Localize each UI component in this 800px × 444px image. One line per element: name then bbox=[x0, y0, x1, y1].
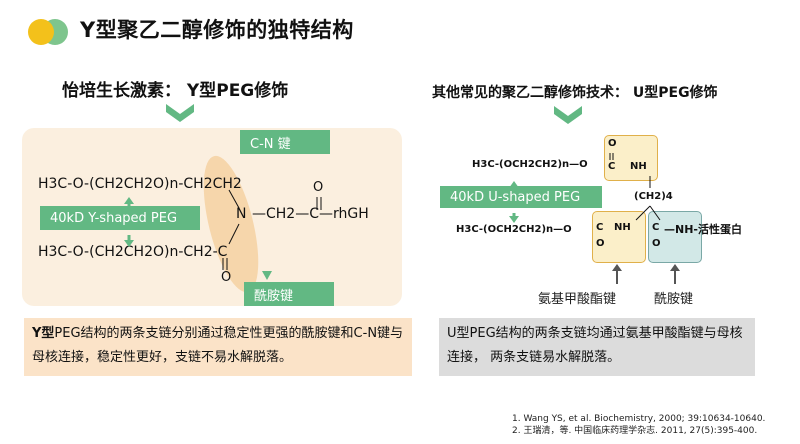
amide-box bbox=[648, 211, 702, 263]
u-ch2-4: (CH2)4 bbox=[634, 191, 673, 202]
u-amide-c: C bbox=[652, 222, 660, 233]
u-amide-o: O bbox=[652, 238, 661, 249]
page-title: Y型聚乙二醇修饰的独特结构 bbox=[80, 18, 354, 42]
u-top-o: O bbox=[608, 138, 617, 149]
arrow-down-icon bbox=[262, 266, 272, 285]
junction-highlight bbox=[196, 152, 266, 301]
arrow-up-icon bbox=[670, 264, 680, 288]
amide-label: 酰胺键 bbox=[654, 292, 694, 307]
u-protein: —NH-活性蛋白 bbox=[664, 223, 742, 236]
u-top-nh: NH bbox=[630, 161, 647, 172]
left-heading: 怡培生长激素： Y型PEG修饰 bbox=[62, 81, 289, 101]
y-o-top: O bbox=[313, 180, 324, 195]
bond-lines bbox=[215, 188, 255, 277]
arrow-down-icon bbox=[509, 208, 519, 227]
arrow-up-icon bbox=[509, 176, 519, 195]
y-bottom-chain: H3C-O-(CH2CH2O)n-CH2-C bbox=[38, 244, 228, 260]
u-bottom-c: C bbox=[596, 222, 604, 233]
chevron-down-icon bbox=[166, 104, 194, 128]
u-bottom-nh: NH bbox=[614, 222, 631, 233]
y-tail: —CH2—C—rhGH bbox=[252, 206, 369, 222]
amide-bond-label: 酰胺键 bbox=[244, 282, 334, 306]
y-nitrogen: N bbox=[236, 206, 247, 222]
desc-text: PEG结构的两条支链分别通过稳定性更强的酰胺键和C-N键与母核连接，稳定性更好，… bbox=[32, 326, 404, 365]
desc-bold: Y型 bbox=[32, 326, 55, 341]
y-peg-description: Y型PEG结构的两条支链分别通过稳定性更强的酰胺键和C-N键与母核连接，稳定性更… bbox=[24, 318, 412, 376]
arrow-up-icon bbox=[612, 264, 622, 288]
u-bottom-chain: H3C-(OCH2CH2)n—O bbox=[456, 224, 572, 235]
u-bond-lines bbox=[600, 150, 680, 234]
arrow-up-icon bbox=[124, 194, 134, 213]
u-top-chain: H3C-(OCH2CH2)n—O bbox=[472, 159, 588, 170]
u-peg-description: U型PEG结构的两条支链均通过氨基甲酸酯键与母核连接， 两条支链易水解脱落。 bbox=[439, 318, 755, 376]
u-peg-label: 40kD U-shaped PEG bbox=[440, 186, 602, 208]
reference-item: 2. 王瑞清，等. 中国临床药理学杂志. 2011, 27(5):395-400… bbox=[512, 426, 758, 436]
references: 1. Wang YS, et al. Biochemistry, 2000; 3… bbox=[512, 413, 765, 437]
u-top-c: C bbox=[608, 161, 616, 172]
y-top-chain: H3C-O-(CH2CH2O)n-CH2CH2 bbox=[38, 176, 242, 192]
cn-bond-label: C-N 键 bbox=[240, 130, 330, 154]
logo-icon bbox=[26, 18, 70, 46]
right-heading: 其他常见的聚乙二醇修饰技术： U型PEG修饰 bbox=[432, 85, 718, 101]
chevron-down-icon bbox=[554, 106, 582, 130]
y-o-bottom: O bbox=[221, 270, 232, 285]
y-peg-label: 40kD Y-shaped PEG bbox=[40, 206, 200, 230]
reference-item: 1. Wang YS, et al. Biochemistry, 2000; 3… bbox=[512, 414, 766, 424]
double-bond bbox=[314, 196, 324, 215]
carbamate-label: 氨基甲酸酯键 bbox=[538, 292, 617, 307]
arrow-down-icon bbox=[124, 232, 134, 251]
u-bottom-o: O bbox=[596, 238, 605, 249]
